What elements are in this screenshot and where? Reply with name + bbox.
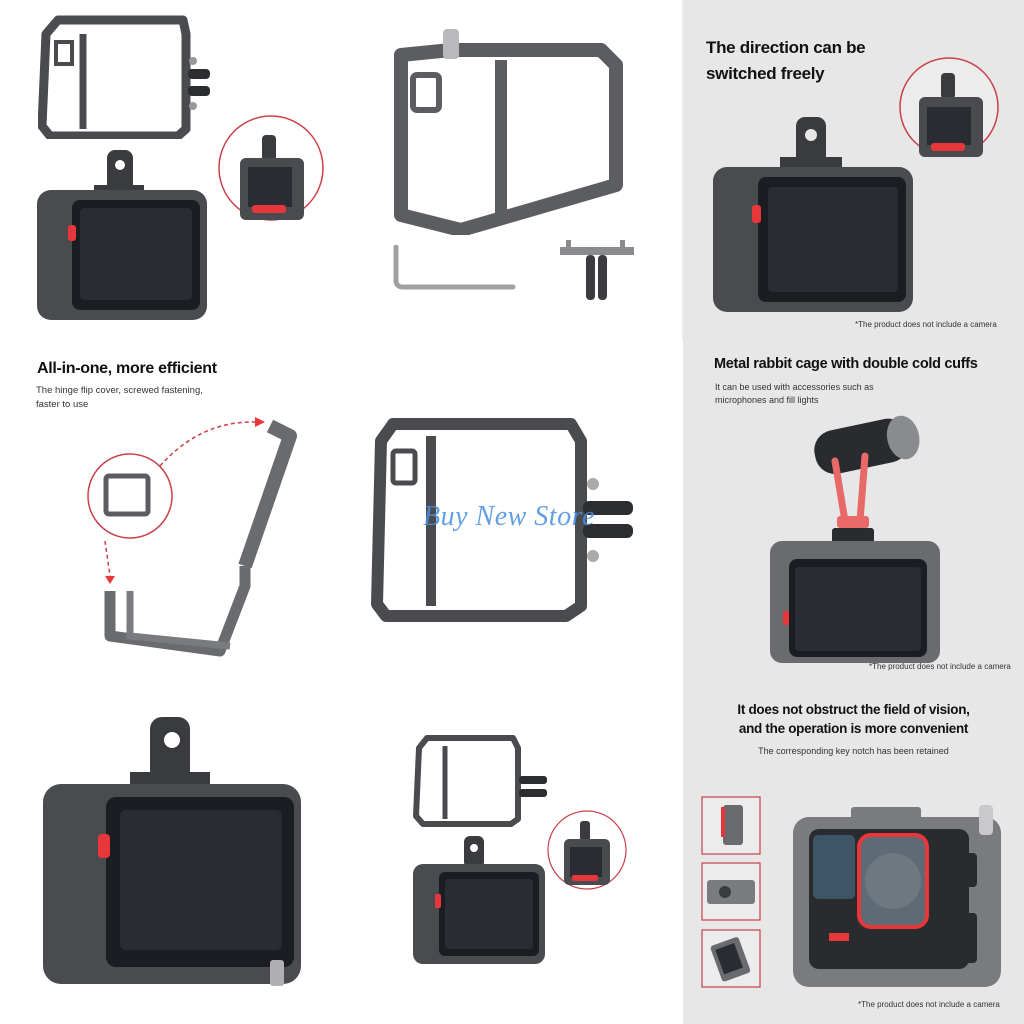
disclaimer-note: *The product does not include a camera bbox=[855, 320, 997, 329]
tile-cage-accessories bbox=[341, 0, 683, 341]
detail-thumbnails bbox=[701, 796, 761, 988]
tile-cage-side-mount: Buy New Store bbox=[341, 341, 683, 682]
tile-field-of-vision: It does not obstruct the field of vision… bbox=[683, 682, 1024, 1024]
subtext-line-1: The hinge flip cover, screwed fastening, bbox=[36, 385, 203, 396]
headline: Metal rabbit cage with double cold cuffs bbox=[714, 356, 978, 372]
tile-cold-shoe: Metal rabbit cage with double cold cuffs… bbox=[683, 341, 1024, 682]
inset-detail-circle bbox=[218, 115, 324, 221]
headline: It does not obstruct the field of vision… bbox=[683, 700, 1024, 738]
camera-with-microphone-icon bbox=[770, 415, 940, 663]
tile-all-in-one: All-in-one, more efficient The hinge fli… bbox=[0, 341, 341, 682]
subtext-line-2: faster to use bbox=[36, 399, 89, 410]
tile-caged-camera-large bbox=[0, 682, 341, 1024]
headline: The direction can be switched freely bbox=[706, 35, 866, 87]
hex-key-icon bbox=[393, 245, 516, 290]
front-view-camera-icon bbox=[793, 805, 1001, 987]
caged-camera-icon bbox=[37, 150, 207, 320]
caged-camera-icon bbox=[713, 117, 913, 312]
headline-line-1: It does not obstruct the field of vision… bbox=[737, 702, 970, 717]
tile-direction-switch: The direction can be switched freely *Th… bbox=[683, 0, 1024, 341]
subtext: It can be used with accessories such as … bbox=[715, 381, 874, 407]
cage-frame-icon bbox=[371, 418, 633, 622]
subtext-line-2: microphones and fill lights bbox=[715, 395, 819, 405]
caged-camera-icon bbox=[43, 717, 301, 986]
empty-cage-icon bbox=[394, 29, 623, 235]
headline: All-in-one, more efficient bbox=[37, 360, 217, 377]
subtext-line-1: It can be used with accessories such as bbox=[715, 382, 874, 392]
cage-frame-icon bbox=[413, 735, 547, 827]
mount-adapter-icon bbox=[560, 240, 634, 300]
hinge-flip-diagram bbox=[87, 417, 297, 657]
subtext: The corresponding key notch has been ret… bbox=[758, 746, 949, 756]
headline-line-1: The direction can be bbox=[706, 38, 866, 57]
disclaimer-note: *The product does not include a camera bbox=[858, 1000, 1000, 1009]
inset-detail-circle bbox=[547, 810, 627, 890]
inset-detail-circle bbox=[899, 57, 999, 157]
headline-line-2: and the operation is more convenient bbox=[738, 721, 969, 736]
cage-frame-icon bbox=[38, 15, 210, 139]
tile-cage-and-camera-small bbox=[341, 682, 683, 1024]
tile-cage-and-camera bbox=[0, 0, 341, 341]
caged-camera-icon bbox=[413, 836, 545, 964]
subtext: The hinge flip cover, screwed fastening,… bbox=[36, 384, 203, 412]
disclaimer-note: *The product does not include a camera bbox=[869, 662, 1011, 671]
watermark-text: Buy New Store bbox=[423, 501, 595, 532]
headline-line-2: switched freely bbox=[706, 64, 825, 83]
